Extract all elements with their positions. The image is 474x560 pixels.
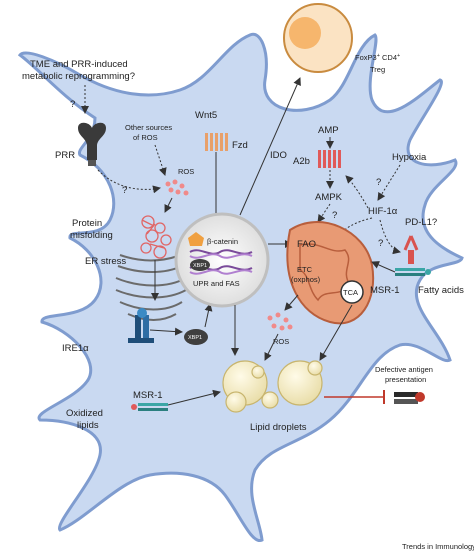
tme-label-line2: metabolic reprogramming? xyxy=(22,71,135,82)
ros-bottom-dots xyxy=(267,312,293,331)
oxidized-lipids-label-line2: lipids xyxy=(77,420,99,431)
tca-cycle-icon xyxy=(340,280,364,304)
xbp1-to-nucleus-arrow xyxy=(204,303,213,328)
pdl1-label: PD-L1? xyxy=(405,217,437,228)
oxidized-lipids-label: Oxidized xyxy=(66,408,103,419)
prr-label: PRR xyxy=(55,150,75,161)
ire1a-arrow xyxy=(149,327,183,336)
q-ampk: ? xyxy=(332,210,337,221)
q-tme: ? xyxy=(70,99,75,110)
a2b-receptor-icon xyxy=(318,150,341,168)
pdl1-receptor-icon xyxy=(403,235,419,264)
treg-label-line2: Treg xyxy=(370,65,385,74)
ros-to-misfolding-arrow xyxy=(164,197,173,213)
a2b-label: A2b xyxy=(293,156,310,167)
treg-label: FoxP3+ CD4+ xyxy=(355,53,400,62)
mito-to-lipid-arrow xyxy=(319,304,353,361)
etc-label-line2: (oxphos) xyxy=(291,275,321,284)
beta-catenin-icon xyxy=(188,232,204,246)
tca-label: TCA xyxy=(343,288,358,297)
fao-label: FAO xyxy=(297,239,316,250)
treg-cell xyxy=(283,3,353,73)
mhc-receptor-icon xyxy=(394,392,425,404)
ros-top-label: ROS xyxy=(178,167,194,176)
upr-fas-label: UPR and FAS xyxy=(193,279,240,288)
ros-top-dots xyxy=(165,179,189,196)
other-ros-label-line2: of ROS xyxy=(133,133,158,142)
protein-misfolding-label-line2: misfolding xyxy=(70,230,113,241)
etc-to-ros-arrow xyxy=(284,294,299,311)
other-ros-label: Other sources xyxy=(125,123,172,132)
xbp1-label: XBP1 xyxy=(188,335,202,341)
q-prr: ? xyxy=(122,185,127,196)
hif-to-a2b-arrow xyxy=(345,175,369,209)
etc-label: ETC xyxy=(297,265,313,274)
amp-label: AMP xyxy=(318,125,339,136)
defective-label: Defective antigen xyxy=(375,365,433,374)
msr1-to-lipid-arrow xyxy=(167,389,221,406)
xbp1-nucleus-label: XBP1 xyxy=(193,263,207,269)
prr-receptor-icon xyxy=(78,122,106,166)
defective-label-line2: presentation xyxy=(385,375,426,384)
er-stress-label: ER stress xyxy=(85,256,126,267)
fzd-receptor-icon xyxy=(205,133,228,151)
msr1-right-receptor-icon xyxy=(395,268,431,276)
nucleus xyxy=(174,212,270,308)
msr1-left-receptor-icon xyxy=(131,403,168,411)
tme-label: TME and PRR-induced xyxy=(30,59,128,70)
prr-arrow xyxy=(97,169,161,194)
hif-label: HIF-1α xyxy=(368,206,398,217)
msr1-left-label: MSR-1 xyxy=(133,390,163,401)
lipid-droplets xyxy=(222,360,323,413)
msr1-right-label: MSR-1 xyxy=(370,285,400,296)
hypoxia-label: Hypoxia xyxy=(392,152,427,163)
ido-label: IDO xyxy=(270,150,287,161)
misfolded-proteins xyxy=(140,215,172,259)
ido-arrow xyxy=(239,77,301,216)
q-pdl1: ? xyxy=(378,238,383,249)
fzd-label: Fzd xyxy=(232,140,248,151)
other-ros-arrow xyxy=(154,144,167,176)
hif-to-pdl1-arrow xyxy=(379,219,401,255)
protein-misfolding-label: Protein xyxy=(72,218,102,229)
xbp1-protein xyxy=(184,329,208,345)
journal-credit: Trends in Immunology xyxy=(402,542,474,551)
lipid-droplets-label: Lipid droplets xyxy=(250,422,307,433)
fatty-acid-arrow xyxy=(371,261,396,273)
ire1a-receptor-icon xyxy=(128,308,154,343)
fatty-acids-label: Fatty acids xyxy=(418,285,464,296)
wnt5-label: Wnt5 xyxy=(195,110,217,121)
beta-catenin-label: β-catenin xyxy=(207,237,238,246)
ire1a-label: IRE1α xyxy=(62,343,89,354)
ros-bottom-label: ROS xyxy=(273,337,289,346)
ampk-label: AMPK xyxy=(315,192,343,203)
q-hypoxia: ? xyxy=(376,177,381,188)
hypoxia-arrow xyxy=(377,164,401,201)
ros-to-lipid-arrow xyxy=(264,333,279,361)
